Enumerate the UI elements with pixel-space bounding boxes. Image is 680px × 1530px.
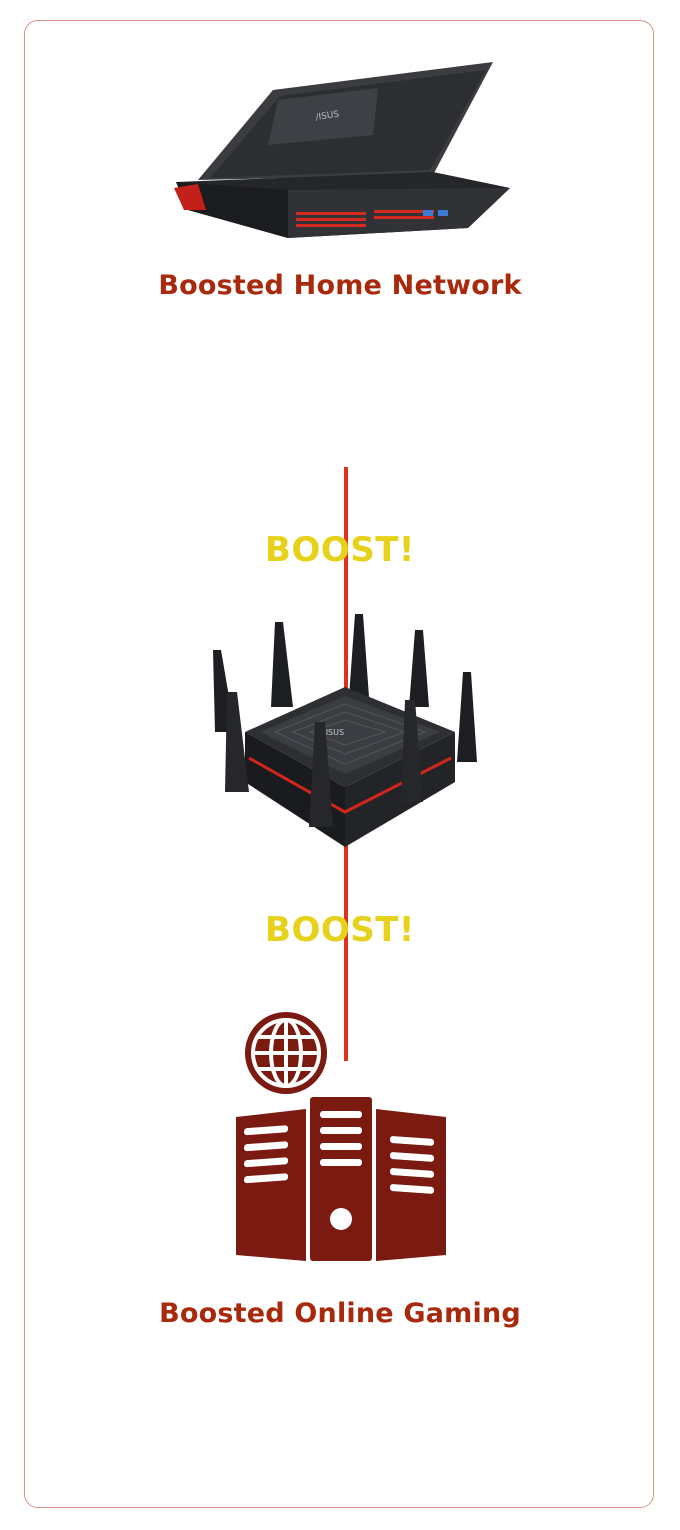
diagram-frame [24, 20, 654, 1508]
home-network-label: Boosted Home Network [158, 270, 522, 301]
boost-label-top: BOOST! [265, 530, 415, 570]
boost-label-bottom: BOOST! [265, 910, 415, 950]
globe-icon [245, 1012, 327, 1094]
svg-text:/ISUS: /ISUS [323, 728, 344, 737]
online-gaming-label: Boosted Online Gaming [159, 1298, 521, 1329]
router-icon: /ISUS [213, 614, 477, 847]
laptop-icon: /ISUS [174, 62, 510, 238]
server-icon [236, 1097, 446, 1261]
svg-text:/ISUS: /ISUS [315, 110, 340, 123]
